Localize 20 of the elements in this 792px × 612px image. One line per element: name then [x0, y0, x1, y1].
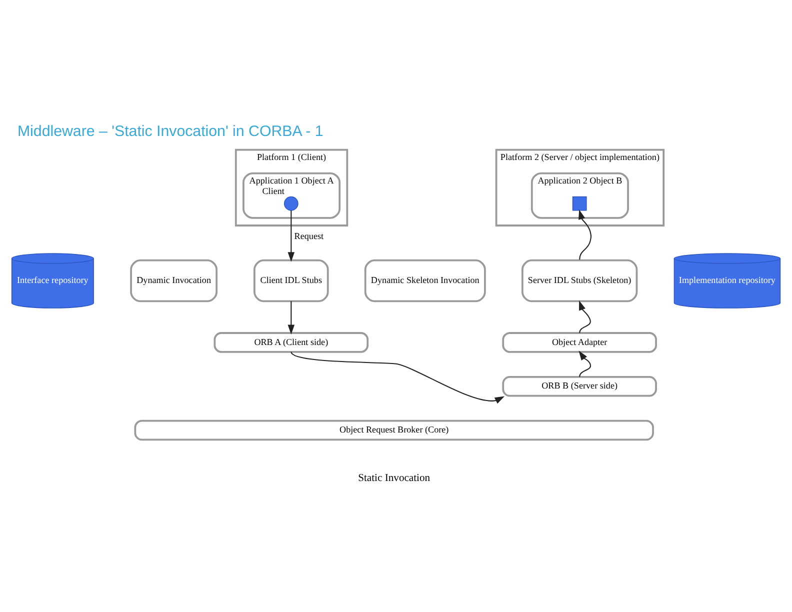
node-box: Object Request Broker (Core): [134, 419, 654, 440]
node-box: Server IDL Stubs (Skeleton): [521, 258, 638, 302]
arrow: [579, 300, 591, 333]
node-box: ORB B (Server side): [502, 375, 657, 396]
arrow: [290, 351, 505, 404]
node-label: Client: [262, 186, 284, 196]
arrow: [578, 209, 592, 260]
node-box: Dynamic Skeleton Invocation: [364, 258, 486, 302]
node-circle: [284, 196, 298, 210]
caption: Static Invocation: [358, 472, 430, 484]
arrow: [288, 210, 295, 262]
node-box: ORB A (Client side): [214, 332, 369, 352]
arrow: [288, 300, 295, 334]
node-box: Object Adapter: [502, 332, 657, 352]
node-box: Client IDL Stubs: [253, 258, 329, 302]
diagram-title: Middleware – 'Static Invocation' in CORBA - 1: [17, 122, 324, 140]
node-box: [572, 196, 587, 210]
node-box: Dynamic Invocation: [130, 258, 218, 302]
edge-label: Request: [294, 230, 324, 240]
arrow: [578, 350, 591, 376]
